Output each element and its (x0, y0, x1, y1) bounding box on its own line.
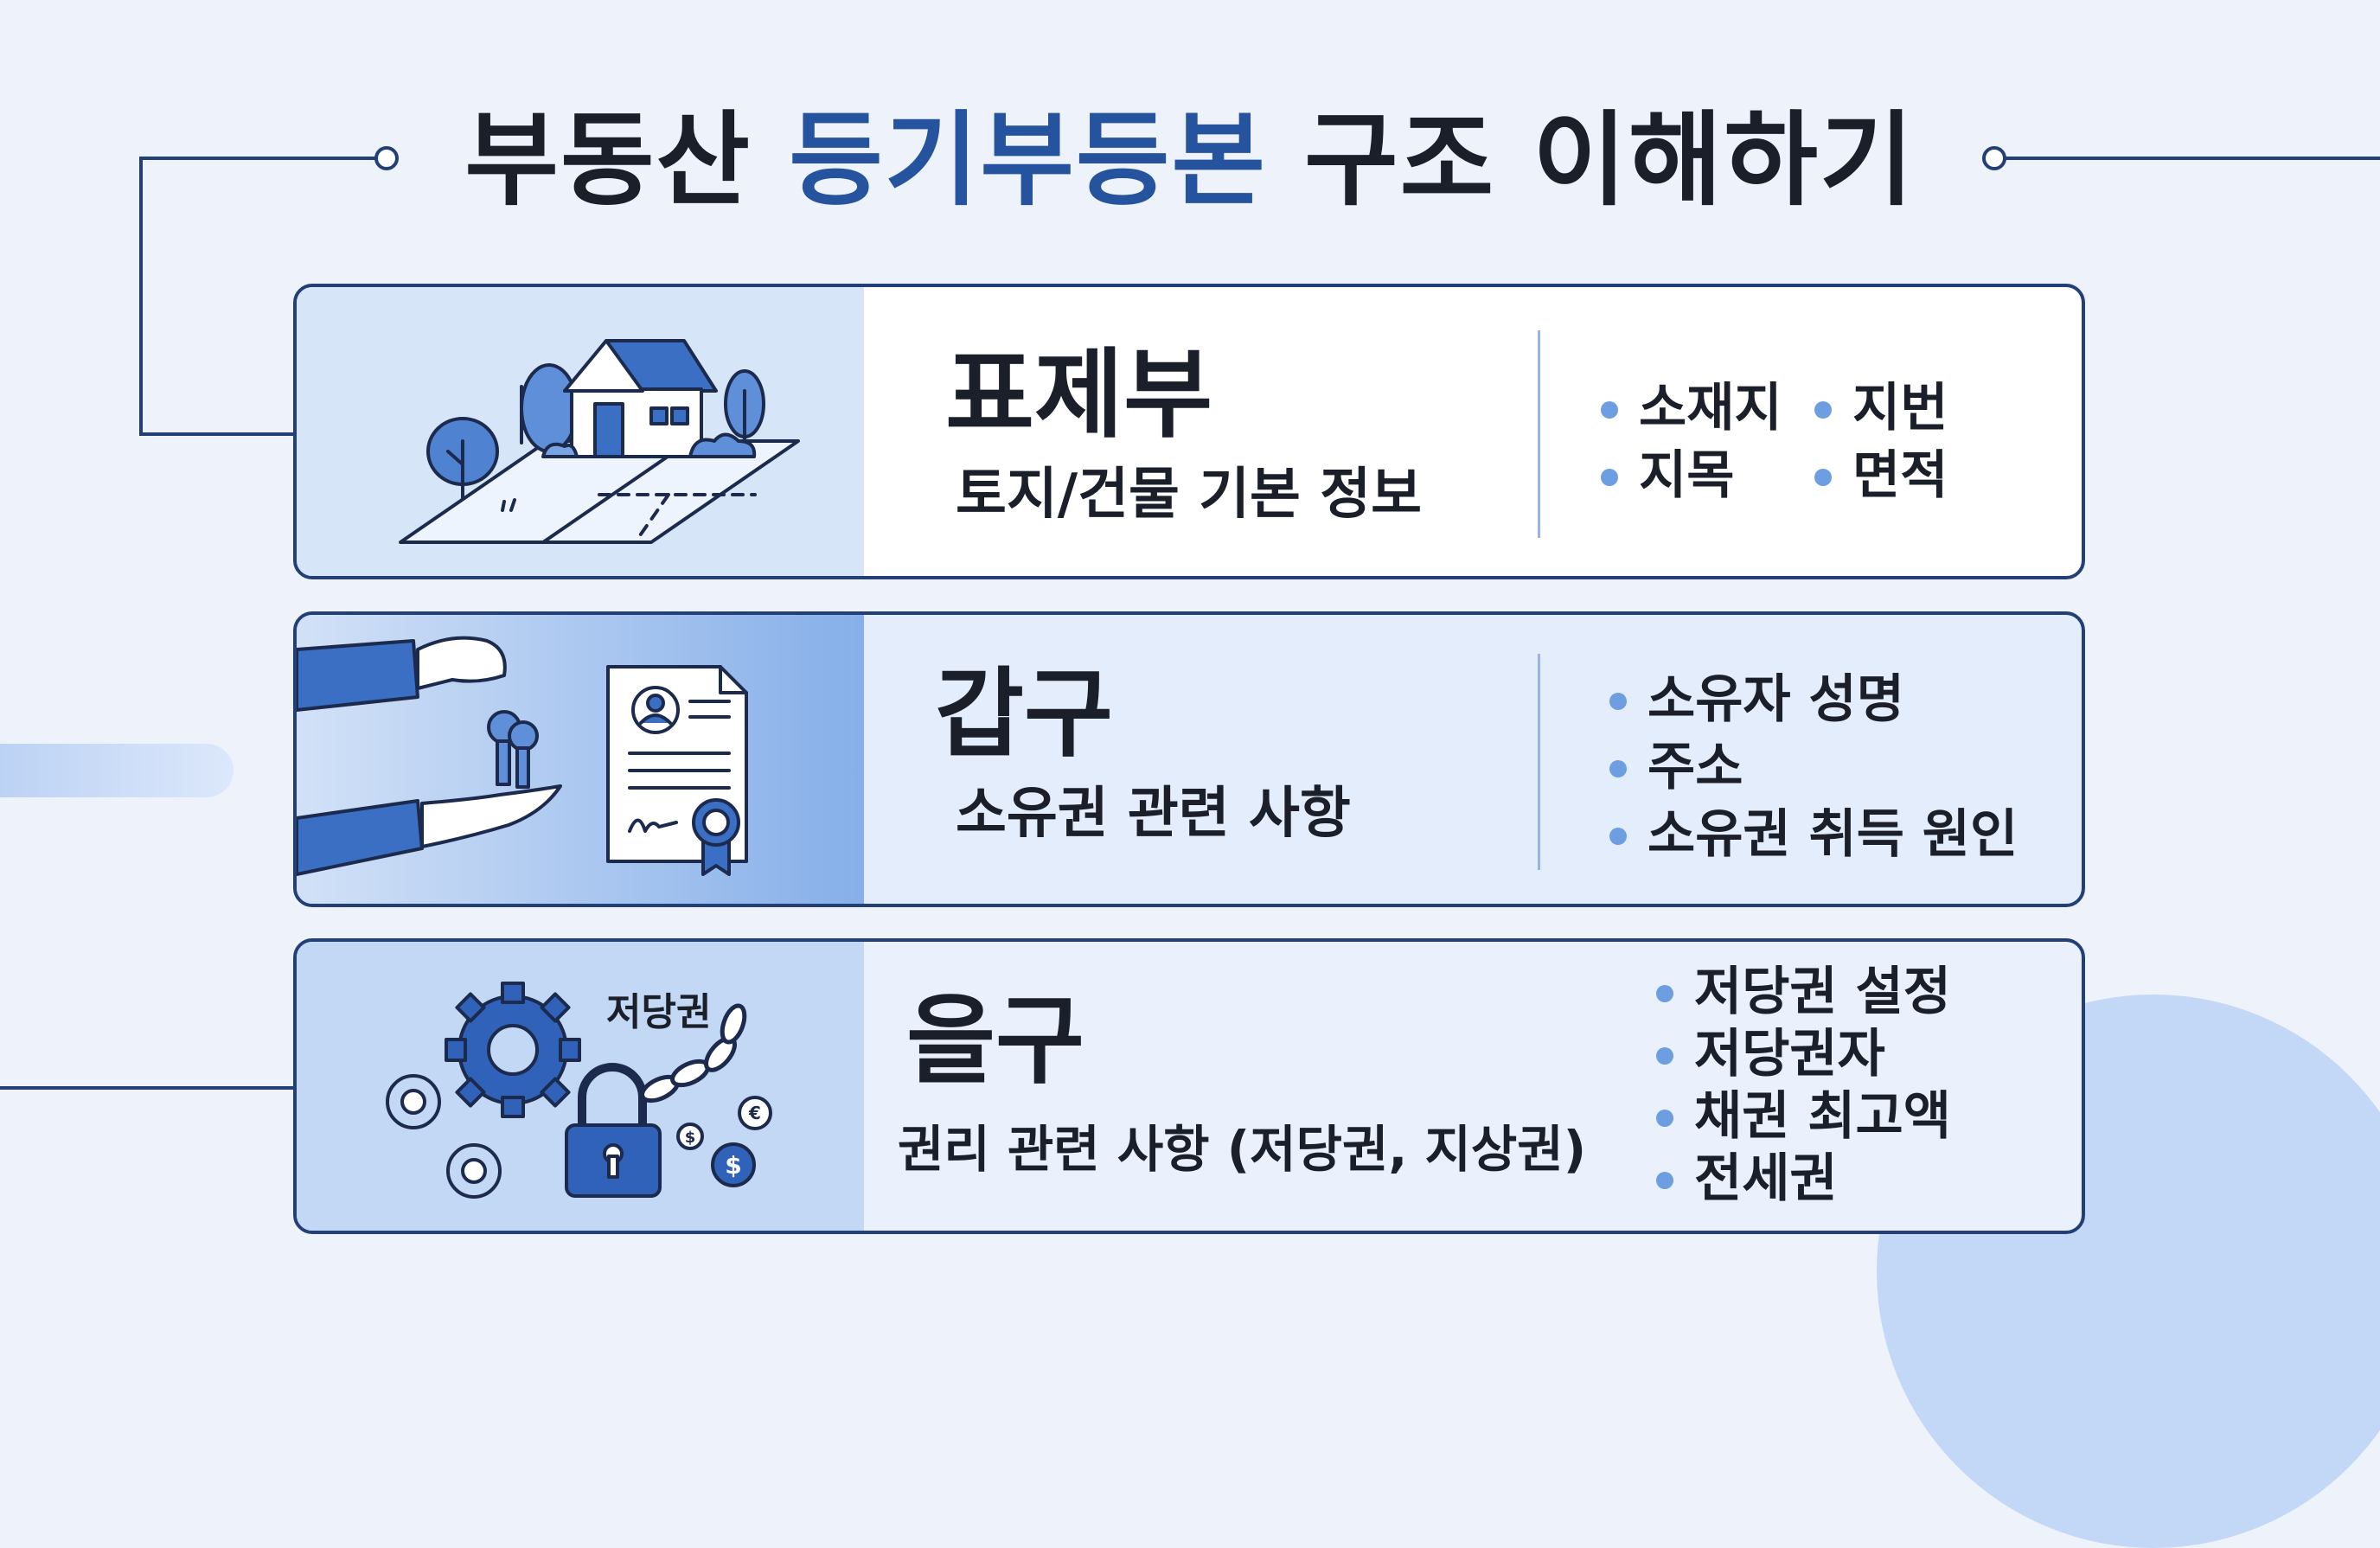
list-item: 면적 (1814, 443, 1948, 509)
page-title: 부동산 등기부등본 구조 이해하기 (0, 86, 2380, 233)
illustration-label: 저당권 (606, 990, 712, 1034)
section-name: 을구 (906, 985, 1085, 1097)
section-name: 표제부 (945, 339, 1213, 451)
svg-text:$: $ (685, 1129, 696, 1147)
list-item: 소재지 (1601, 375, 1782, 441)
title-suffix: 구조 이해하기 (1304, 100, 1916, 220)
section-card-eulgu: $ € $ 저당권 을구 권리 관련 사항 (저당권, 지상권) 저당권 설정 … (293, 938, 2085, 1234)
section-card-title-part: 표제부 토지/건물 기본 정보 소재지 지번 지목 면적 (293, 284, 2085, 579)
background-bar (0, 744, 234, 797)
key-handover-document-icon (297, 615, 864, 904)
list-item: 주소 (1609, 734, 1743, 800)
list-item: 채권 최고액 (1656, 1084, 1951, 1149)
large-gear-icon (445, 982, 581, 1118)
svg-text:$: $ (725, 1151, 741, 1180)
small-gear-icon (386, 1074, 441, 1129)
list-item: 전세권 (1656, 1146, 1838, 1212)
section-subtitle: 권리 관련 사항 (저당권, 지상권) (898, 1120, 1587, 1179)
list-item: 지번 (1814, 375, 1948, 441)
list-item: 저당권자 (1656, 1021, 1885, 1087)
section-card-gapgu: 갑구 소유권 관련 사항 소유자 성명 주소 소유권 취득 원인 (293, 611, 2085, 907)
list-item: 소유자 성명 (1609, 667, 1904, 732)
section-name: 갑구 (935, 658, 1114, 771)
list-item: 지목 (1601, 443, 1734, 509)
gear-chain-lock-icon: $ € $ 저당권 (297, 942, 864, 1231)
svg-text:€: € (748, 1103, 761, 1123)
connector-dot-right (1982, 146, 2006, 170)
list-item: 저당권 설정 (1656, 959, 1951, 1025)
connector-dot-left (374, 146, 399, 170)
section-subtitle: 토지/건물 기본 정보 (956, 463, 1422, 527)
connector-lines (0, 146, 2380, 1090)
divider (1538, 654, 1540, 870)
small-gear-icon (446, 1143, 502, 1199)
list-item: 소유권 취득 원인 (1609, 802, 2018, 867)
divider (1538, 330, 1540, 538)
house-on-land-icon (297, 287, 864, 576)
title-prefix: 부동산 (464, 100, 752, 220)
title-highlight: 등기부등본 (789, 100, 1268, 220)
section-subtitle: 소유권 관련 사항 (956, 782, 1351, 846)
